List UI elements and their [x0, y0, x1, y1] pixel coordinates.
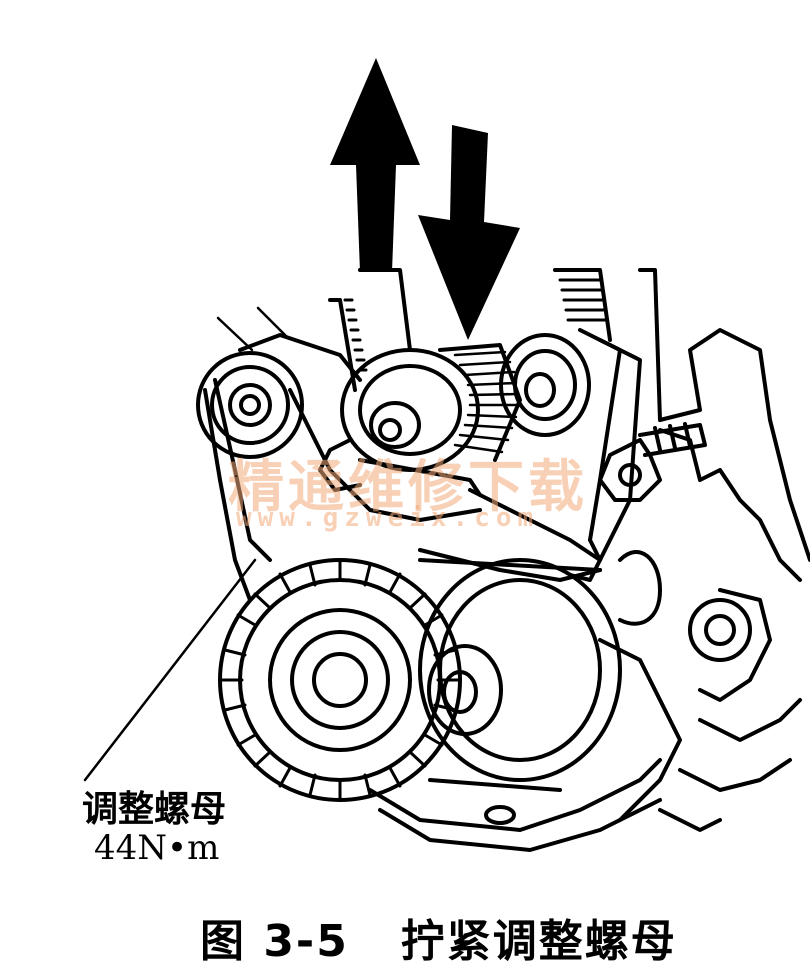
crank-sprocket: [218, 558, 462, 802]
arrow-down: [418, 125, 520, 340]
timing-belt: [203, 268, 642, 602]
leader-lines: [83, 306, 290, 782]
callout-name: 调整螺母: [82, 789, 227, 830]
belt-teeth: [343, 278, 608, 372]
mounting-plate: [368, 758, 662, 852]
left-idler-pulley: [196, 351, 304, 459]
arrow-up: [330, 58, 420, 272]
callout-torque: 44N•m: [94, 828, 220, 868]
watermark-text: 精通维修下载: [228, 454, 588, 520]
figure-caption: 图 3-5 拧紧调整螺母: [200, 916, 677, 967]
watermark-url: www.gzweix.com: [236, 503, 540, 533]
right-idler-pulley: [499, 333, 591, 437]
adjusting-nut: [318, 438, 602, 562]
water-pump-pulley: [418, 558, 622, 792]
